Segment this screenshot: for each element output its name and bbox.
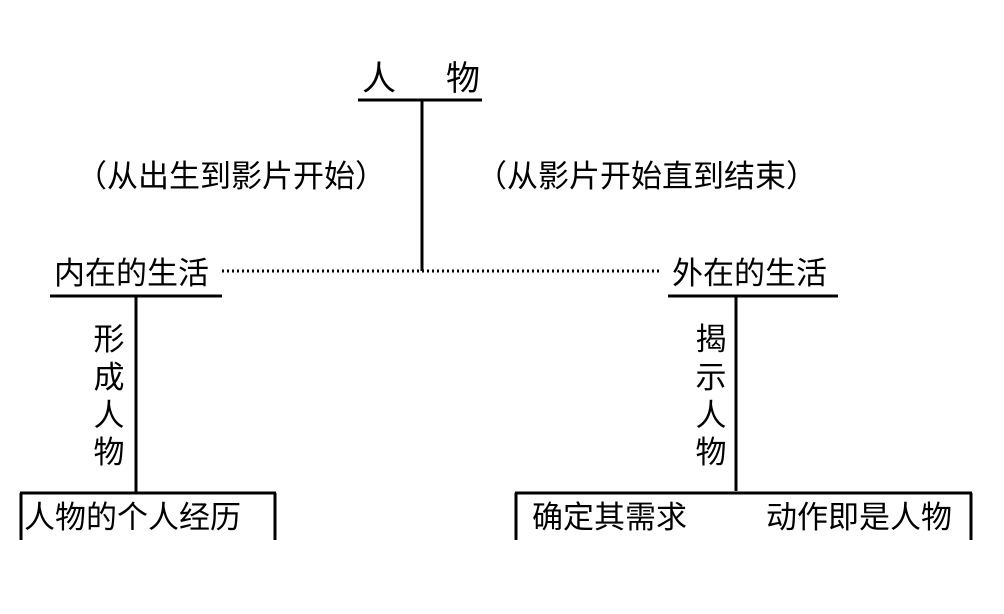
inner-connector-label: 形成人物 [93,322,125,472]
outer-life-title: 外在的生活 [672,256,827,292]
outer-leaf-text-left: 确定其需求 [532,500,687,536]
outer-period-note: （从影片开始直到结束） [476,159,817,195]
root-label-right: 物 [446,59,480,99]
outer-leaf-text-right: 动作即是人物 [766,500,952,536]
inner-period-note: （从出生到影片开始） [76,159,386,195]
outer-connector-label: 揭示人物 [695,322,727,472]
inner-leaf-text: 人物的个人经历 [24,500,241,536]
root-label-left: 人 [362,59,396,99]
inner-life-title: 内在的生活 [54,256,209,292]
